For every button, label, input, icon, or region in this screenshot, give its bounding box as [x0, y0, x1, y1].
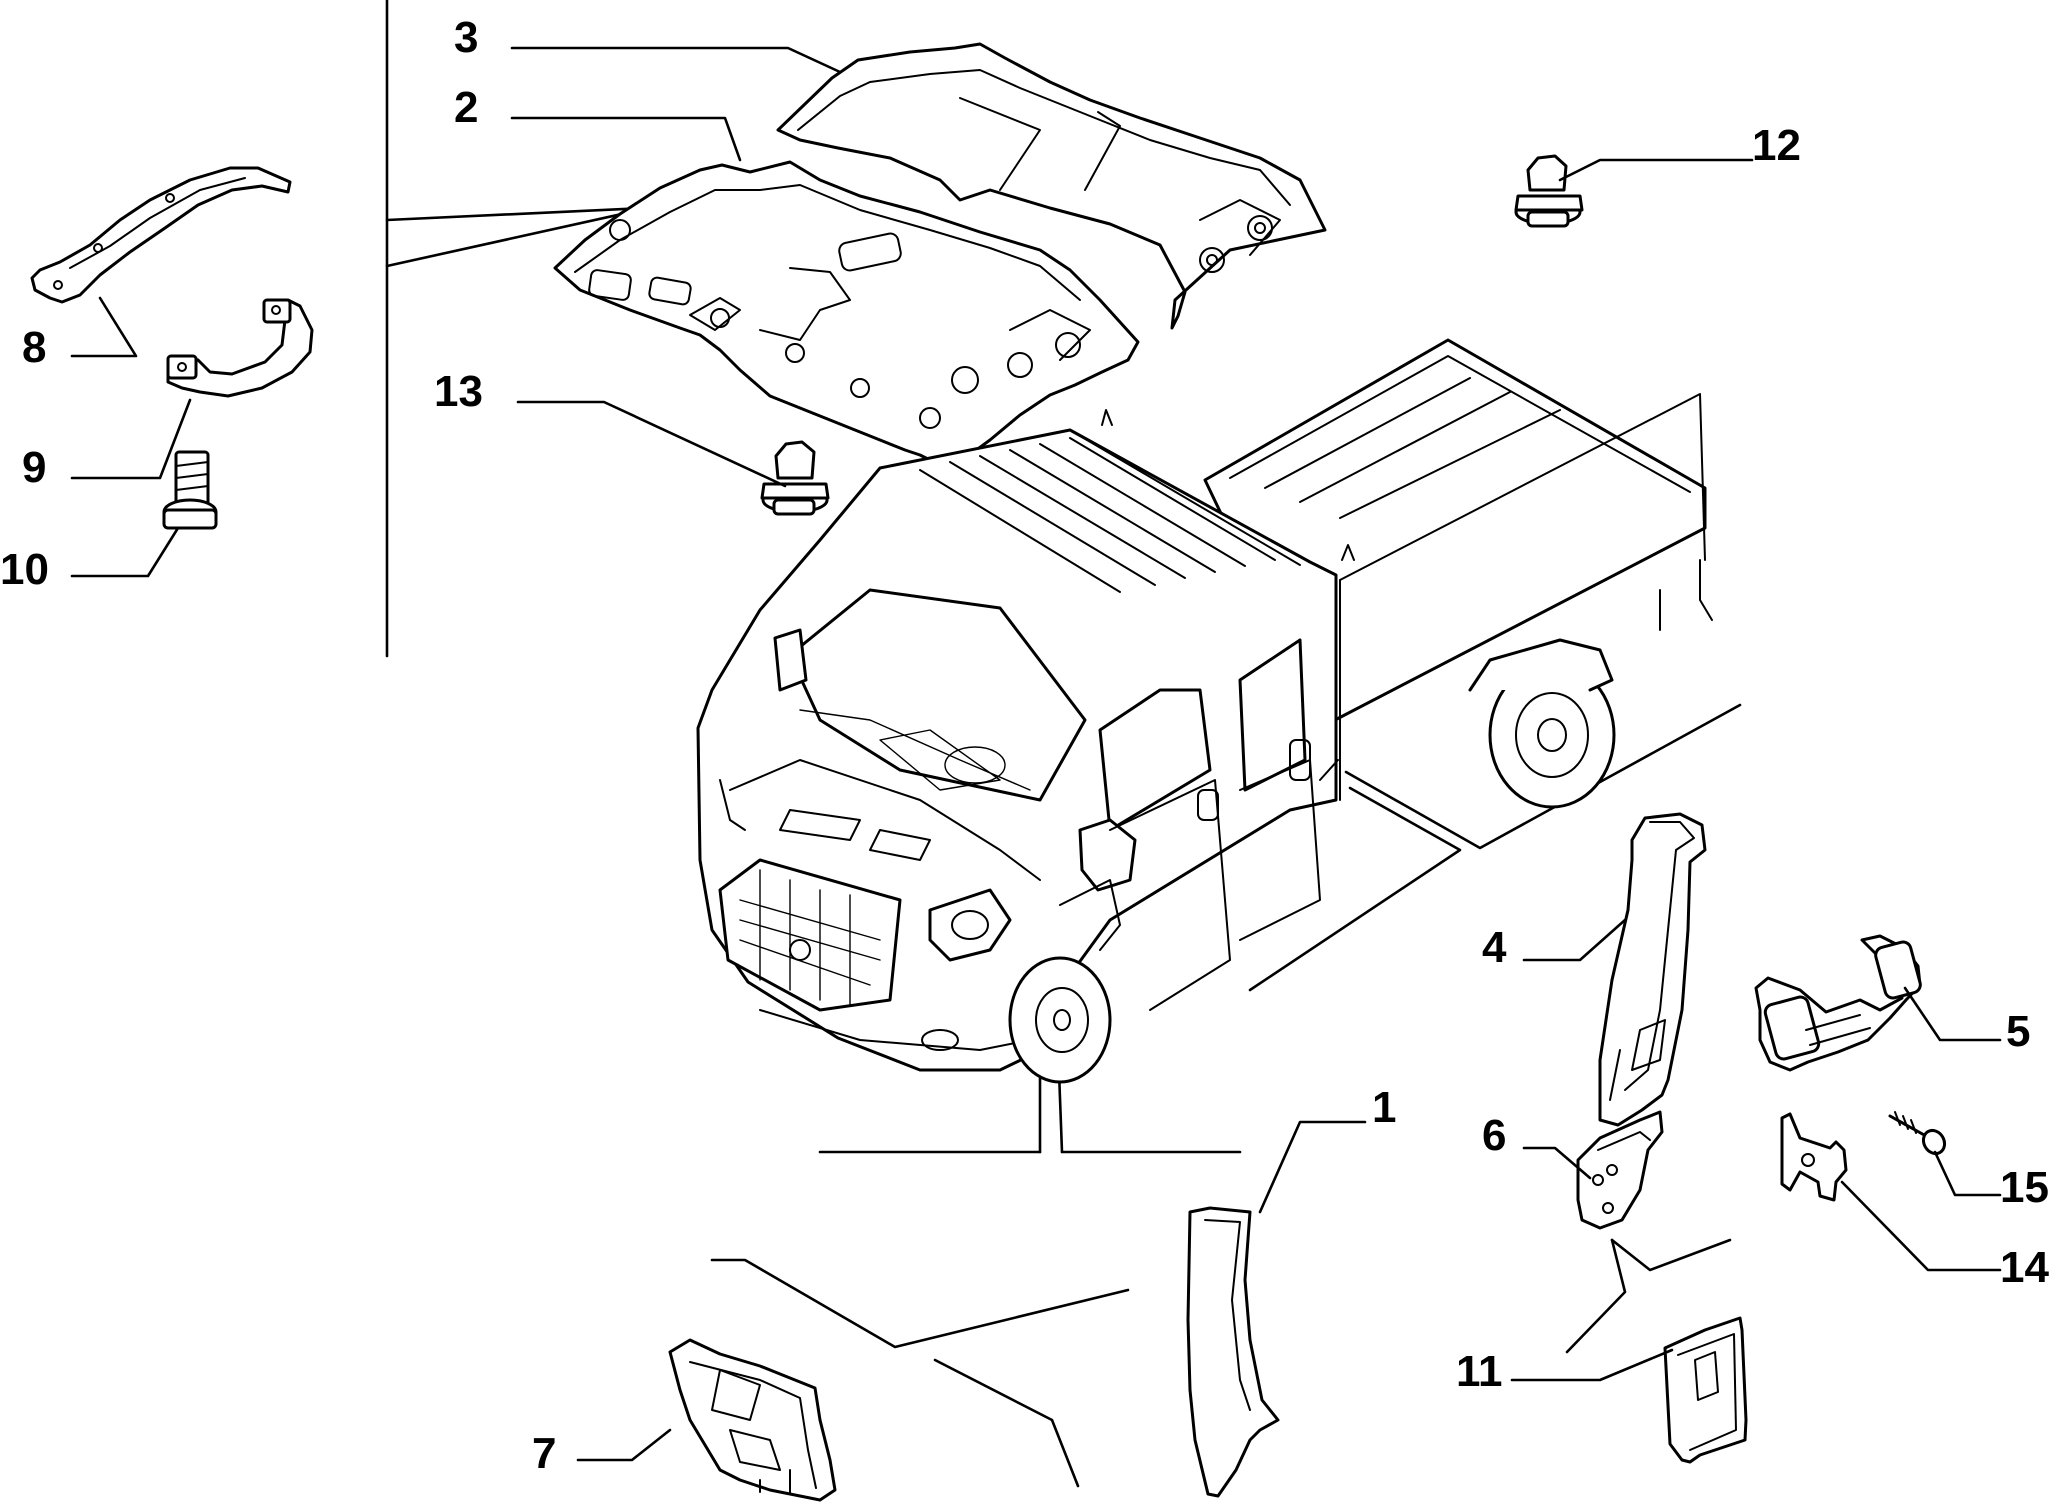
part-3-roof-headliner [776, 42, 1327, 330]
part-12-push-clip [1514, 154, 1584, 228]
callout-13: 13 [434, 367, 483, 416]
vehicle-double-cab-truck [696, 338, 1713, 1084]
callout-10: 10 [0, 545, 49, 594]
part-13-push-clip [760, 440, 830, 516]
part-10-bolt [162, 450, 218, 530]
part-15-screw [1888, 1111, 1947, 1156]
callout-12: 12 [1752, 121, 1801, 170]
callout-labels: 3 2 12 8 13 9 10 4 5 1 6 15 14 11 7 [0, 13, 2049, 1478]
part-7-lower-trim [668, 1338, 837, 1502]
part-11-cover-panel [1663, 1316, 1748, 1464]
callout-7: 7 [532, 1429, 556, 1478]
callout-11: 11 [1456, 1347, 1503, 1396]
callout-9: 9 [22, 443, 46, 492]
leader-lines [70, 46, 2002, 1462]
callout-6: 6 [1482, 1111, 1506, 1160]
callout-1: 1 [1372, 1083, 1396, 1132]
callout-4: 4 [1482, 923, 1507, 972]
callout-5: 5 [2006, 1007, 2030, 1056]
callout-3: 3 [454, 13, 478, 62]
part-9-grab-handle [166, 298, 314, 398]
part-6-bracket [1576, 1110, 1664, 1230]
part-14-clip [1780, 1112, 1848, 1202]
callout-14: 14 [2000, 1243, 2049, 1292]
part-4-pillar-trim [1598, 812, 1707, 1127]
part-5-seatbelt-bracket [1754, 934, 1922, 1072]
part-2-roof-headliner [553, 160, 1140, 468]
part-1-a-pillar-trim [1186, 1206, 1280, 1498]
callout-15: 15 [2000, 1163, 2049, 1212]
part-8-bracket [30, 166, 292, 304]
callout-2: 2 [454, 83, 478, 132]
callout-8: 8 [22, 323, 46, 372]
